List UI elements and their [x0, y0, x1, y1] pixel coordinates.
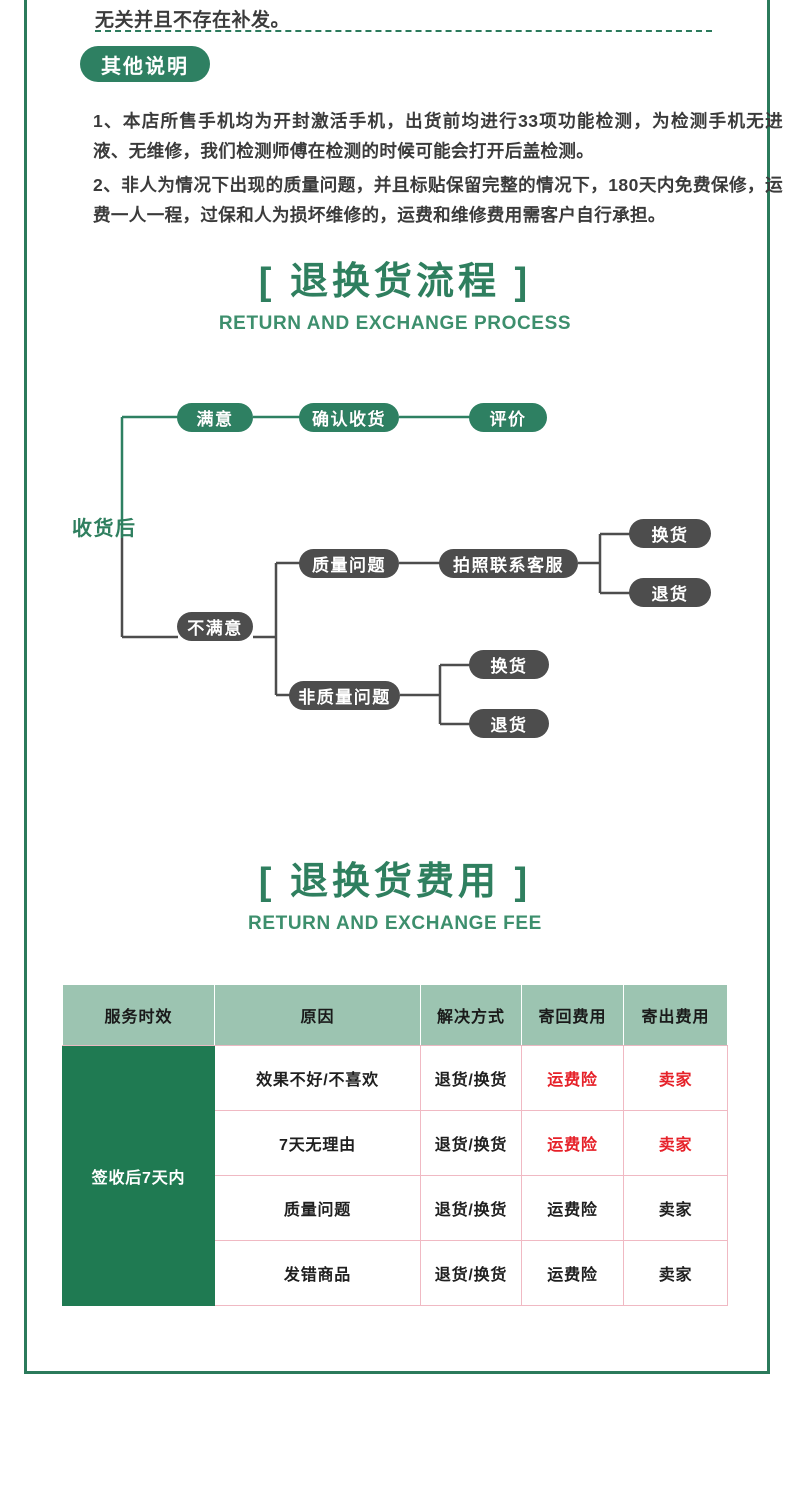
table-cell-reason: 发错商品: [214, 1240, 421, 1306]
flow-node-return-nonquality[interactable]: 退货: [469, 709, 549, 738]
table-cell-service-period: 签收后7天内: [62, 1045, 215, 1306]
other-notes-section: 无关并且不存在补发。 其他说明 1、本店所售手机均为开封激活手机，出货前均进行3…: [0, 0, 790, 235]
table-header-reason: 原因: [214, 984, 421, 1046]
table-cell-reason: 效果不好/不喜欢: [214, 1045, 421, 1111]
flow-node-exchange-quality[interactable]: 换货: [629, 519, 711, 548]
table-cell-ship-fee: 卖家: [623, 1175, 728, 1241]
note-paragraph-1: 1、本店所售手机均为开封激活手机，出货前均进行33项功能检测，为检测手机无进液、…: [93, 110, 783, 161]
note-paragraph-2: 2、非人为情况下出现的质量问题，并且标贴保留完整的情况下，180天内免费保修，运…: [93, 174, 783, 225]
table-cell-reason: 7天无理由: [214, 1110, 421, 1176]
other-notes-badge: 其他说明: [80, 46, 210, 82]
table-cell-ship-fee: 卖家: [623, 1110, 728, 1176]
flow-node-return-quality[interactable]: 退货: [629, 578, 711, 607]
table-cell-ship-fee: 卖家: [623, 1240, 728, 1306]
table-cell-return-fee: 运费险: [521, 1175, 624, 1241]
dashed-divider: [95, 30, 712, 32]
table-cell-solution: 退货/换货: [420, 1240, 522, 1306]
fee-heading-cn: [ 退换货费用 ]: [258, 861, 532, 903]
flow-node-non-quality-issue[interactable]: 非质量问题: [289, 681, 400, 710]
table-cell-return-fee: 运费险: [521, 1045, 624, 1111]
flow-node-not-satisfied[interactable]: 不满意: [177, 612, 253, 641]
table-row: 签收后7天内 效果不好/不喜欢 退货/换货 运费险 卖家: [62, 1045, 728, 1306]
return-exchange-fee-table: 服务时效 原因 解决方式 寄回费用 寄出费用 签收后7天内 效果不好/不喜欢 退…: [62, 984, 728, 1306]
flow-node-photo-contact-service[interactable]: 拍照联系客服: [439, 549, 578, 578]
fee-heading-en: RETURN AND EXCHANGE FEE: [248, 913, 542, 934]
flow-node-review[interactable]: 评价: [469, 403, 547, 432]
return-exchange-flowchart: 满意 确认收货 评价 不满意 质量问题 拍照联系客服 换货 退货 非质量问题 换…: [0, 388, 790, 758]
table-row: 发错商品 退货/换货 运费险 卖家: [63, 1240, 728, 1306]
table-header-return-fee: 寄回费用: [521, 984, 624, 1046]
flow-node-confirm-receipt[interactable]: 确认收货: [299, 403, 399, 432]
process-heading-cn: [ 退换货流程 ]: [258, 261, 532, 303]
table-cell-reason: 质量问题: [214, 1175, 421, 1241]
flow-node-quality-issue[interactable]: 质量问题: [299, 549, 399, 578]
table-header-row: 服务时效 原因 解决方式 寄回费用 寄出费用: [62, 984, 728, 1046]
table-row: 7天无理由 退货/换货 运费险 卖家: [63, 1110, 728, 1176]
fee-section-heading: [ 退换货费用 ] RETURN AND EXCHANGE FEE: [0, 856, 790, 938]
flow-node-satisfied[interactable]: 满意: [177, 403, 253, 432]
table-header-solution: 解决方式: [420, 984, 522, 1046]
table-cell-solution: 退货/换货: [420, 1175, 522, 1241]
table-row: 质量问题 退货/换货 运费险 卖家: [63, 1175, 728, 1241]
previous-section-tail-text: 无关并且不存在补发。: [95, 10, 291, 31]
flowchart-connector-lines: [120, 415, 630, 726]
table-cell-solution: 退货/换货: [420, 1045, 522, 1111]
other-notes-badge-label: 其他说明: [101, 55, 189, 78]
table-cell-return-fee: 运费险: [521, 1110, 624, 1176]
table-cell-return-fee: 运费险: [521, 1240, 624, 1306]
table-cell-solution: 退货/换货: [420, 1110, 522, 1176]
process-section-heading: [ 退换货流程 ] RETURN AND EXCHANGE PROCESS: [0, 256, 790, 338]
table-header-service-period: 服务时效: [62, 984, 215, 1046]
process-heading-en: RETURN AND EXCHANGE PROCESS: [218, 313, 572, 334]
table-cell-ship-fee: 卖家: [623, 1045, 728, 1111]
table-header-ship-fee: 寄出费用: [623, 984, 728, 1046]
flowchart-root-label: 收货后: [72, 518, 137, 540]
flow-node-exchange-nonquality[interactable]: 换货: [469, 650, 549, 679]
